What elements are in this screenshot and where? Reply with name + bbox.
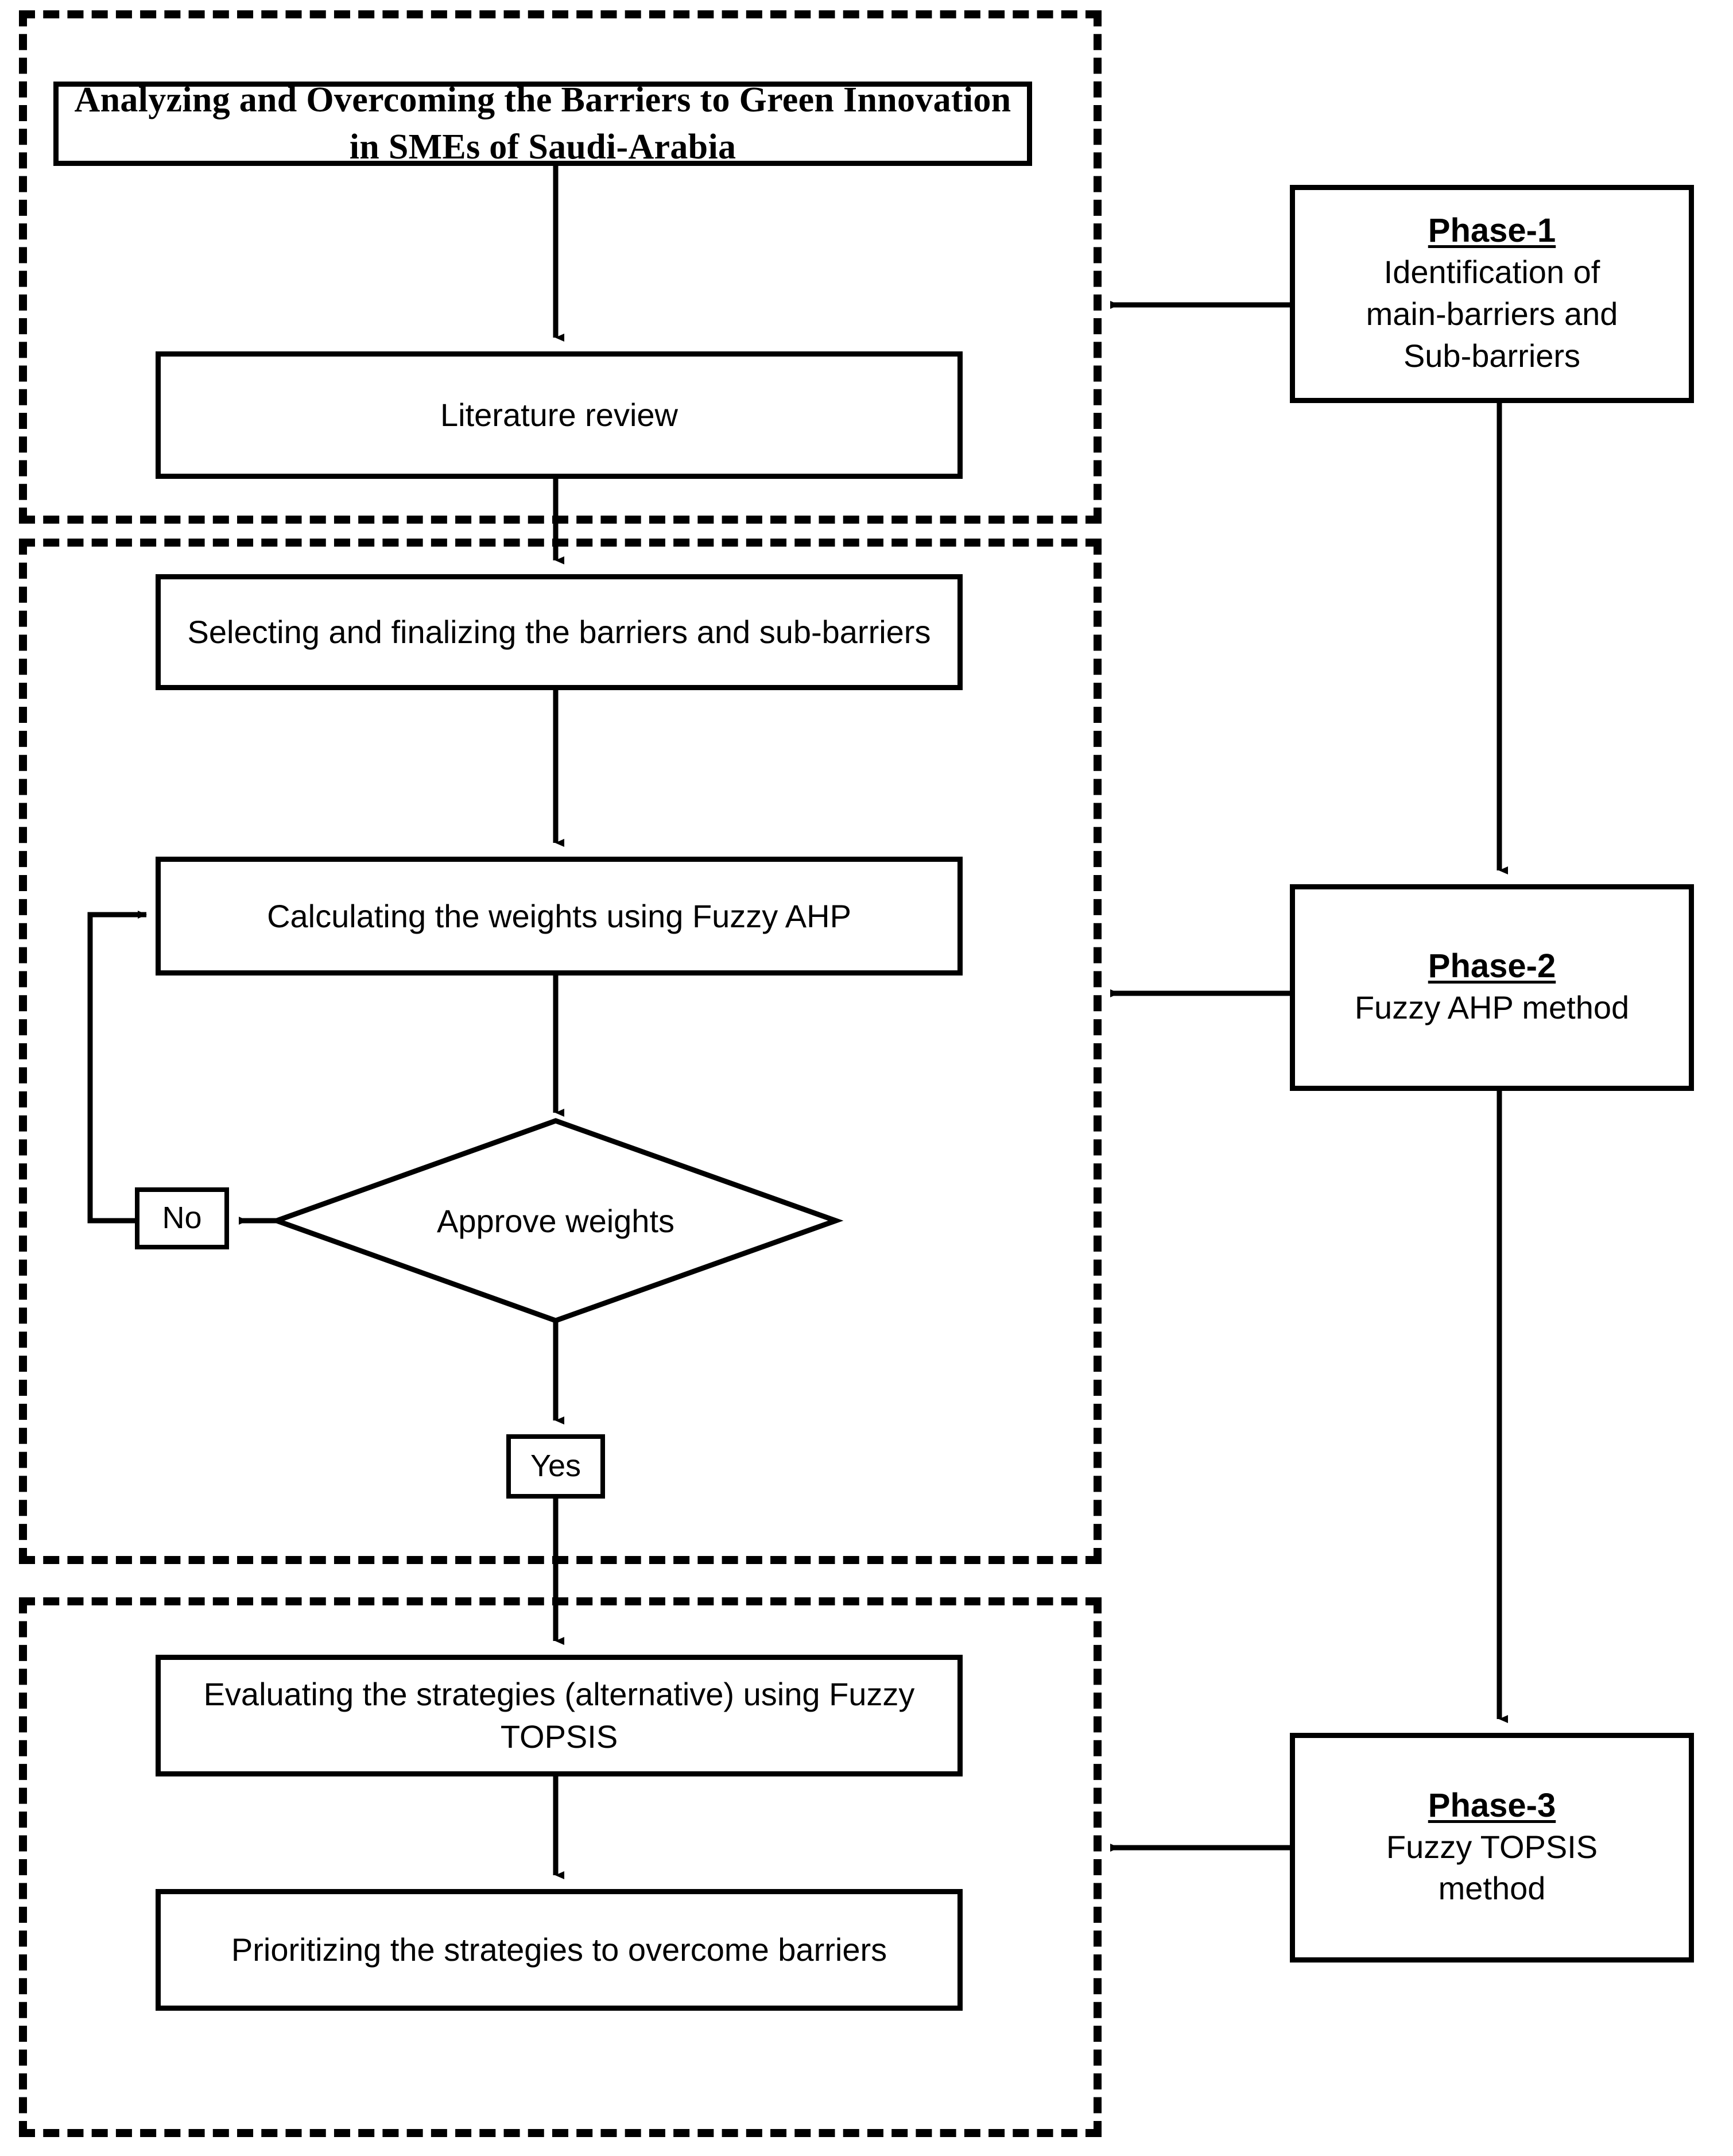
decision-branch-yes-box: Yes — [506, 1434, 605, 1499]
phase-2-title: Phase-2 — [1428, 947, 1556, 985]
phase-1-subtitle: Identification of main-barriers and Sub-… — [1366, 254, 1618, 374]
decision-label-approve-weights: Approve weights — [436, 1202, 674, 1239]
process-label-prioritize-strategies: Prioritizing the strategies to overcome … — [231, 1932, 887, 1968]
phase-box-1: Phase-1 Identification of main-barriers … — [1290, 185, 1694, 403]
phase-box-3: Phase-3 Fuzzy TOPSIS method — [1290, 1733, 1694, 1963]
feedback-loop-no-to-calculate — [87, 911, 147, 1224]
decision-branch-no-box: No — [135, 1187, 229, 1249]
process-label-evaluate-strategies: Evaluating the strategies (alternative) … — [203, 1676, 915, 1755]
process-box-prioritize-strategies: Prioritizing the strategies to overcome … — [156, 1889, 963, 2011]
process-box-literature-review: Literature review — [156, 351, 963, 479]
process-box-select-barriers: Selecting and finalizing the barriers an… — [156, 574, 963, 690]
phase-1-region-frame — [19, 10, 1102, 524]
phase-box-2: Phase-2 Fuzzy AHP method — [1290, 884, 1694, 1091]
process-label-select-barriers: Selecting and finalizing the barriers an… — [187, 614, 931, 651]
study-title-text: Analyzing and Overcoming the Barriers to… — [74, 80, 1011, 167]
phase-3-subtitle: Fuzzy TOPSIS method — [1386, 1828, 1598, 1907]
phase-1-title: Phase-1 — [1428, 212, 1556, 250]
process-label-calculate-weights: Calculating the weights using Fuzzy AHP — [267, 897, 851, 934]
phase-3-region-frame — [19, 1597, 1102, 2137]
process-box-calculate-weights: Calculating the weights using Fuzzy AHP — [156, 857, 963, 976]
phase-3-title: Phase-3 — [1428, 1786, 1556, 1824]
process-label-literature-review: Literature review — [440, 397, 678, 433]
decision-branch-no-label: No — [162, 1201, 202, 1236]
decision-branch-yes-label: Yes — [530, 1449, 581, 1484]
study-title-box: Analyzing and Overcoming the Barriers to… — [53, 80, 1032, 167]
process-box-evaluate-strategies: Evaluating the strategies (alternative) … — [156, 1655, 963, 1776]
phase-2-subtitle: Fuzzy AHP method — [1354, 989, 1630, 1025]
phase-2-region-frame — [19, 539, 1102, 1564]
